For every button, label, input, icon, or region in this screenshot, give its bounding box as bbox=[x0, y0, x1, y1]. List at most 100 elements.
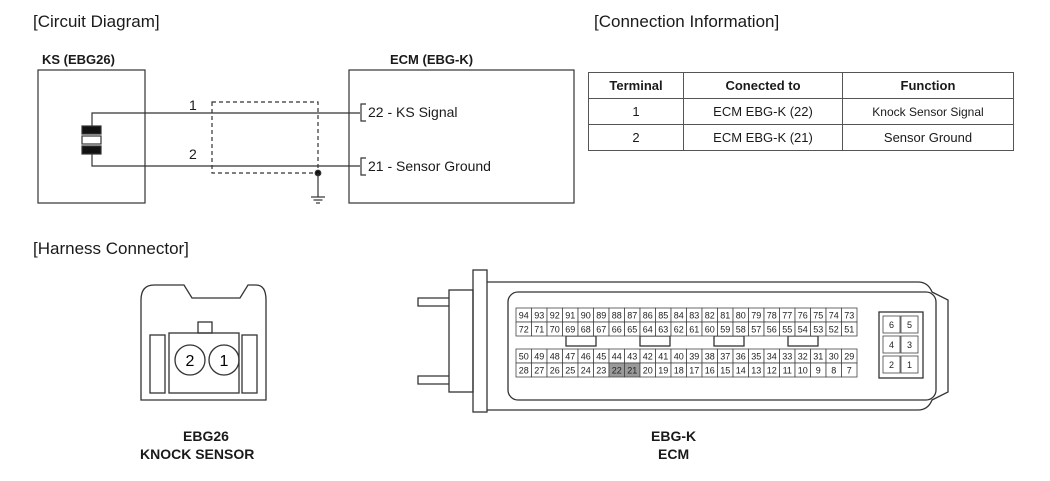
ecm-side-pin-cell bbox=[882, 335, 901, 354]
ecm-pin-number: 77 bbox=[782, 311, 792, 321]
header-function: Function bbox=[842, 72, 1014, 99]
wire-pin-2-label: 2 bbox=[189, 146, 197, 162]
ks-pin-1-circle bbox=[208, 344, 240, 376]
ecm-pin-number: 88 bbox=[612, 311, 622, 321]
cell-function: Knock Sensor Signal bbox=[842, 98, 1014, 125]
table-row: 2 ECM EBG-K (21) Sensor Ground bbox=[588, 124, 1014, 151]
ecm-side-pin-cell bbox=[900, 355, 919, 374]
ecm-pin-number: 27 bbox=[534, 366, 544, 376]
connection-table: Terminal Conected to Function 1 ECM EBG-… bbox=[588, 72, 1014, 151]
ecm-pin-number: 86 bbox=[643, 311, 653, 321]
ecm-side-pin-cell bbox=[882, 315, 901, 334]
ecm-pin-number: 31 bbox=[813, 352, 823, 362]
ecm-pin-number: 54 bbox=[798, 325, 808, 335]
cell-terminal: 1 bbox=[588, 98, 684, 125]
ks-component-label: KS (EBG26) bbox=[42, 52, 115, 67]
ecm-box bbox=[348, 69, 575, 204]
ecm-key-3 bbox=[713, 335, 745, 347]
harness-connector-title: [Harness Connector] bbox=[33, 239, 189, 258]
ecm-pin-number: 83 bbox=[689, 311, 699, 321]
ecm-pin-number: 38 bbox=[705, 352, 715, 362]
ks-connector-latch bbox=[197, 321, 213, 334]
ecm-key-4 bbox=[787, 335, 819, 347]
ecm-pin-number: 22 bbox=[612, 366, 622, 376]
ecm-key-2 bbox=[639, 335, 671, 347]
ks-sensor-box bbox=[37, 69, 146, 204]
ecm-pin-number: 19 bbox=[658, 366, 668, 376]
ecm-pin-number: 18 bbox=[674, 366, 684, 376]
ecm-pin-number: 20 bbox=[643, 366, 653, 376]
ecm-pin-number: 59 bbox=[720, 325, 730, 335]
ks-element-top bbox=[81, 125, 102, 135]
ecm-pin-number: 94 bbox=[519, 311, 529, 321]
ecm-connector-name: ECM bbox=[658, 446, 690, 462]
cell-connected-to: ECM EBG-K (22) bbox=[683, 98, 843, 125]
ecm-connector-code: EBG-K bbox=[651, 428, 697, 444]
ecm-side-pin-cell bbox=[882, 355, 901, 374]
ecm-component-label: ECM (EBG-K) bbox=[390, 52, 474, 67]
ecm-pin-number: 47 bbox=[565, 352, 575, 362]
ecm-pin-number: 44 bbox=[612, 352, 622, 362]
ecm-pin-number: 72 bbox=[519, 325, 529, 335]
ecm-pin-number: 7 bbox=[847, 366, 852, 376]
ecm-pin-number: 16 bbox=[705, 366, 715, 376]
terminal-22-bracket bbox=[360, 103, 366, 122]
ks-connector-right-rib bbox=[241, 334, 258, 394]
ecm-pin-number: 63 bbox=[658, 325, 668, 335]
ecm-pin-number: 43 bbox=[627, 352, 637, 362]
ecm-pin-number: 9 bbox=[816, 366, 821, 376]
ecm-side-pin-number: 1 bbox=[907, 360, 912, 370]
ecm-pin-number: 70 bbox=[550, 325, 560, 335]
ks-connector-code: EBG26 bbox=[183, 428, 229, 444]
ecm-pin-number: 26 bbox=[550, 366, 560, 376]
ecm-pin-number: 50 bbox=[519, 352, 529, 362]
ecm-connector-plug bbox=[448, 289, 474, 393]
ecm-side-pin-number: 3 bbox=[907, 340, 912, 350]
ecm-pin-number: 8 bbox=[831, 366, 836, 376]
ecm-pin-number: 69 bbox=[565, 325, 575, 335]
ecm-pin-number: 35 bbox=[751, 352, 761, 362]
ks-element-bottom bbox=[81, 145, 102, 155]
ecm-pin-number: 30 bbox=[829, 352, 839, 362]
ecm-pin-number: 68 bbox=[581, 325, 591, 335]
ecm-connector-body bbox=[487, 281, 949, 411]
ecm-pin-number: 58 bbox=[736, 325, 746, 335]
ecm-lock-bottom bbox=[417, 375, 449, 385]
ecm-pin-number: 65 bbox=[627, 325, 637, 335]
ecm-pin-number: 25 bbox=[565, 366, 575, 376]
ecm-pin-number: 51 bbox=[844, 325, 854, 335]
ecm-pin-number: 76 bbox=[798, 311, 808, 321]
ecm-pin-number: 42 bbox=[643, 352, 653, 362]
ecm-pin-number: 39 bbox=[689, 352, 699, 362]
ecm-pin-number: 56 bbox=[767, 325, 777, 335]
ecm-pin-number: 64 bbox=[643, 325, 653, 335]
ecm-pin-number: 53 bbox=[813, 325, 823, 335]
ecm-pin-number: 92 bbox=[550, 311, 560, 321]
header-terminal: Terminal bbox=[588, 72, 684, 99]
ecm-pin-number: 32 bbox=[798, 352, 808, 362]
wire-pin-1-label: 1 bbox=[189, 97, 197, 113]
ecm-side-pin-number: 5 bbox=[907, 320, 912, 330]
ecm-side-pin-cell bbox=[900, 315, 919, 334]
ecm-pin-number: 21 bbox=[627, 366, 637, 376]
ecm-side-block bbox=[878, 311, 924, 379]
ecm-pin-number: 45 bbox=[596, 352, 606, 362]
ecm-pin-number: 75 bbox=[813, 311, 823, 321]
ecm-pin-number: 80 bbox=[736, 311, 746, 321]
ecm-pin-number: 23 bbox=[596, 366, 606, 376]
ecm-side-pin-cell bbox=[900, 335, 919, 354]
ecm-pin-number: 28 bbox=[519, 366, 529, 376]
ks-pin-1-number: 1 bbox=[220, 353, 229, 370]
ecm-pin-number: 81 bbox=[720, 311, 730, 321]
ecm-pin-number: 93 bbox=[534, 311, 544, 321]
ecm-pin-number: 41 bbox=[658, 352, 668, 362]
ecm-pin-number: 34 bbox=[767, 352, 777, 362]
ecm-side-pin-number: 6 bbox=[889, 320, 894, 330]
ks-connector-housing bbox=[140, 284, 267, 401]
connection-information-title: [Connection Information] bbox=[594, 12, 780, 31]
wire-shield bbox=[211, 101, 319, 174]
ecm-lock-top bbox=[417, 297, 449, 307]
table-header-row: Terminal Conected to Function bbox=[588, 72, 1014, 99]
